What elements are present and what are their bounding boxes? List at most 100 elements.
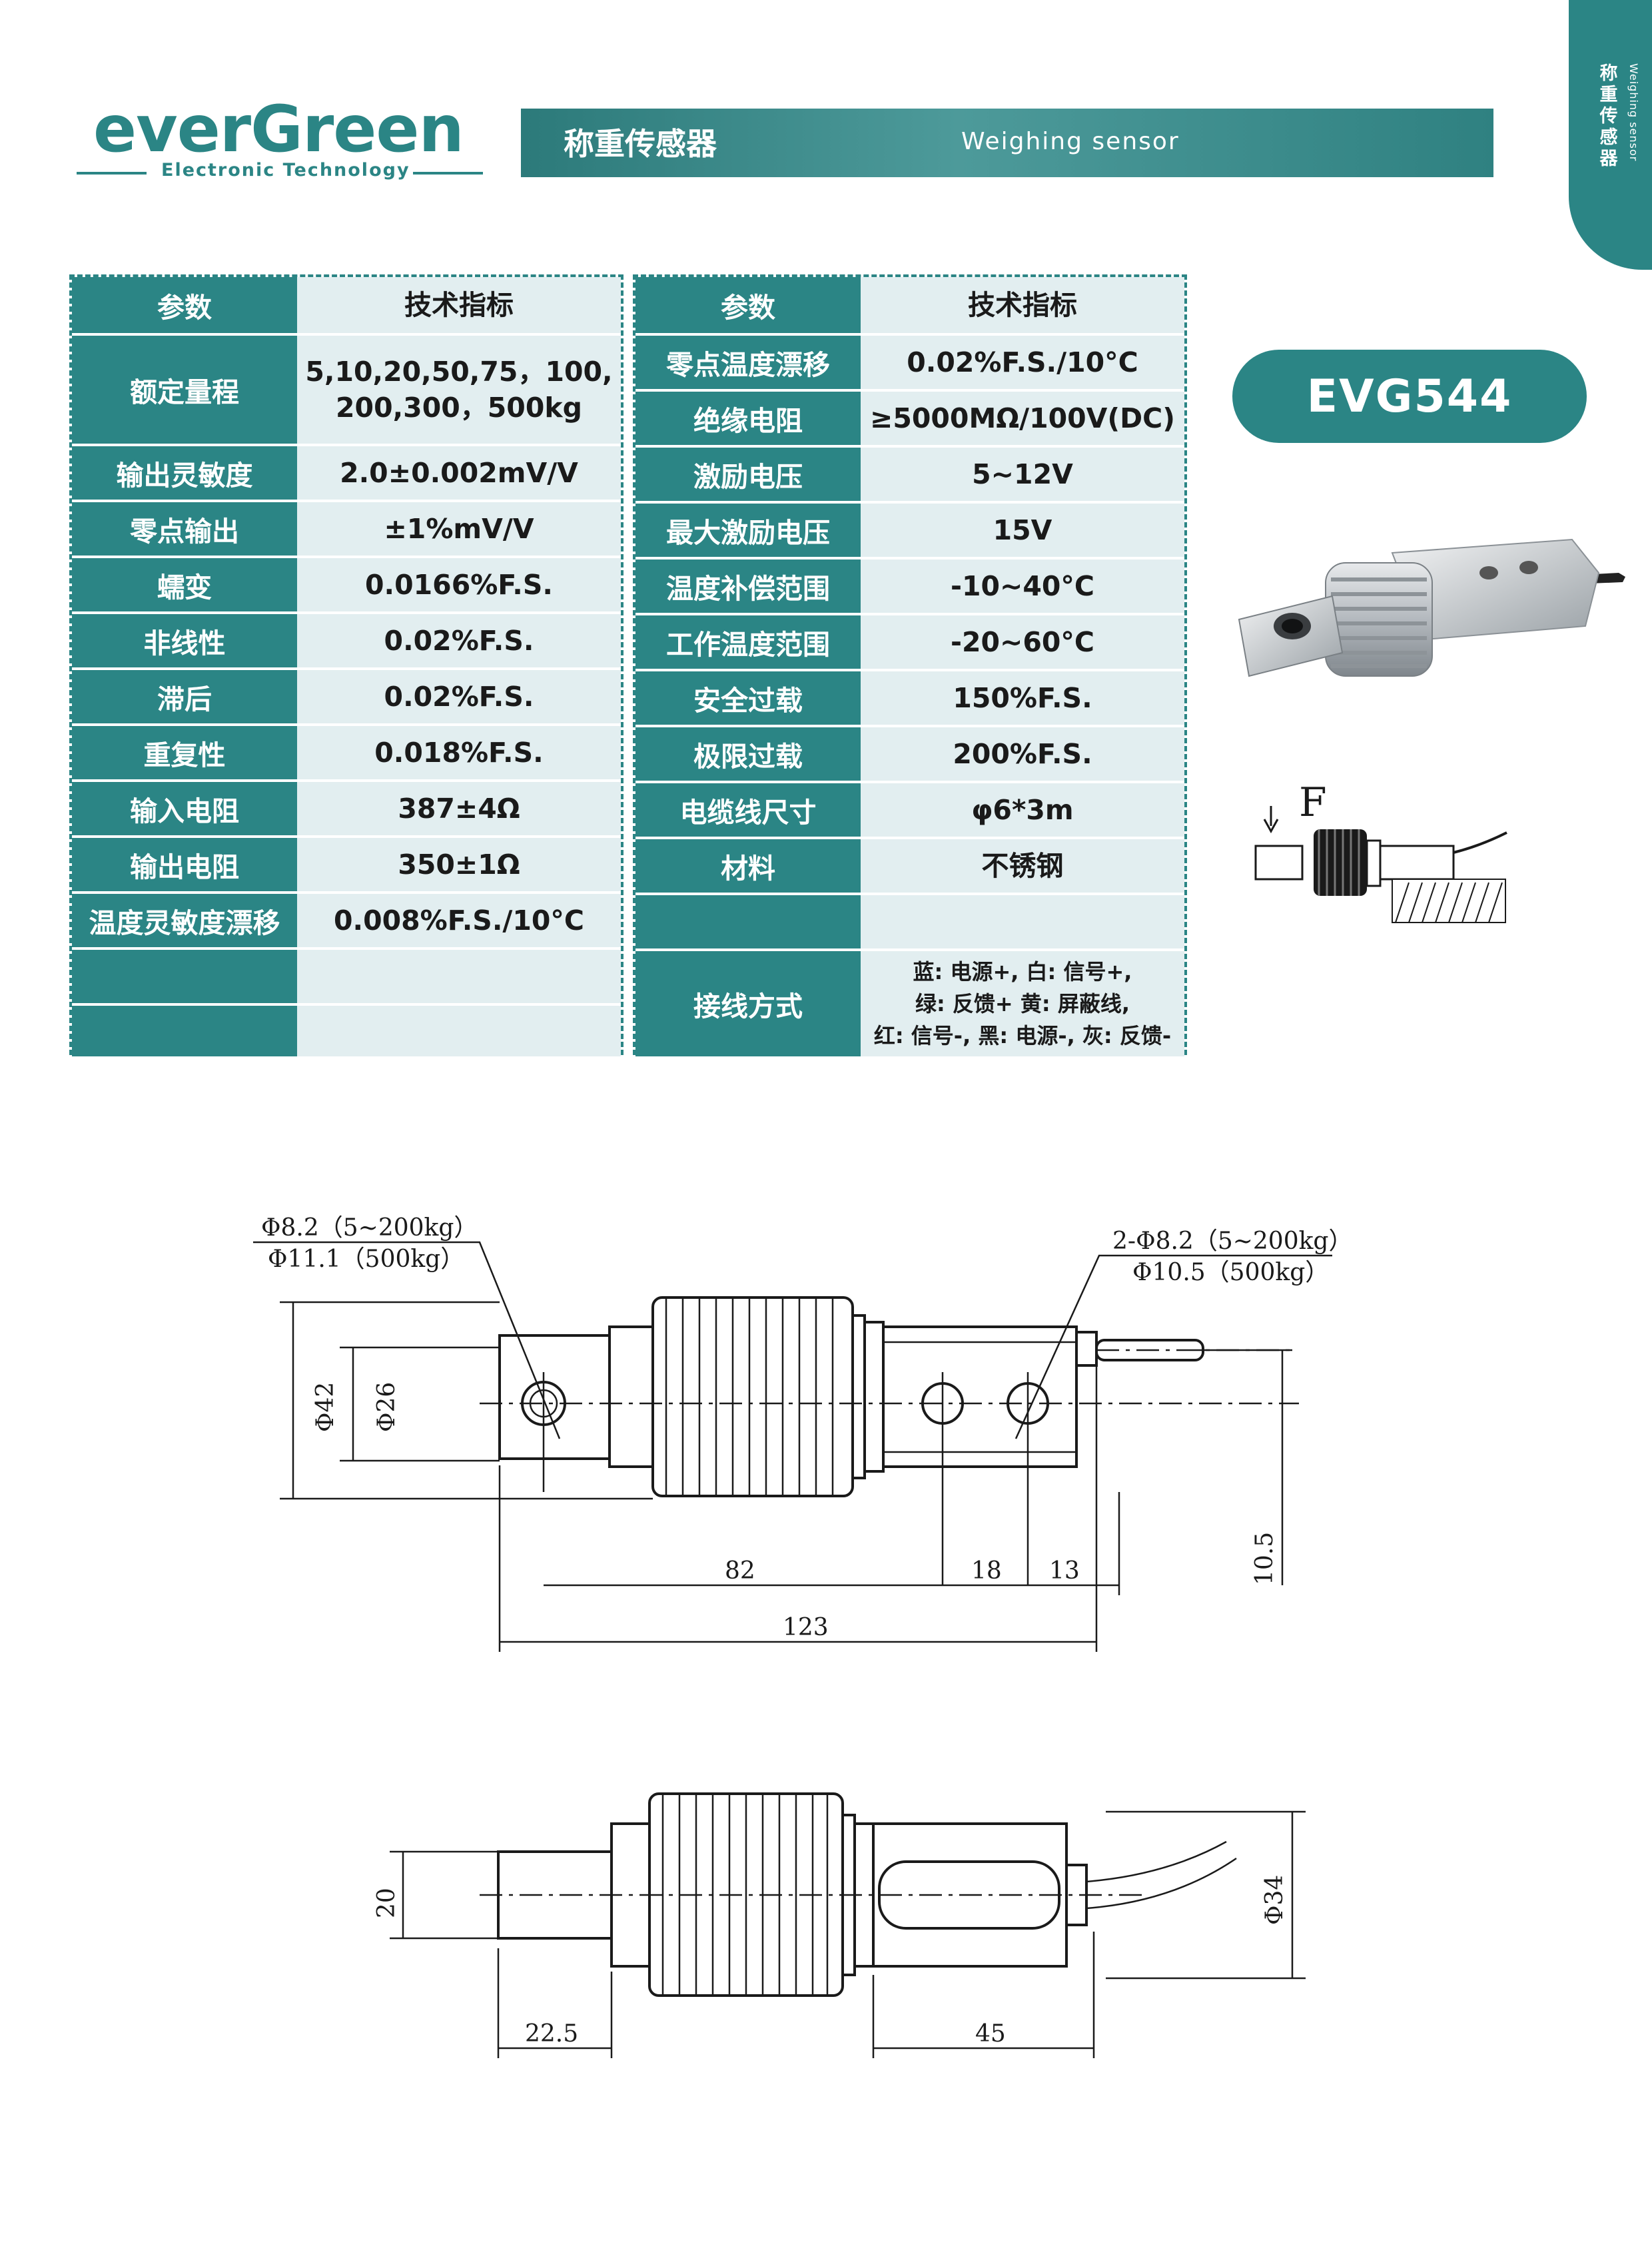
right-table-row xyxy=(635,895,1184,951)
right-row-param: 安全过载 xyxy=(635,671,861,727)
right-table-row: 温度补偿范围-10~40°C xyxy=(635,560,1184,615)
left-row-value: ±1%mV/V xyxy=(297,502,621,558)
dim-d26: Φ26 xyxy=(373,1382,400,1432)
right-row-param: 温度补偿范围 xyxy=(635,560,861,615)
left-row-param: 非线性 xyxy=(72,614,297,670)
dim-d42: Φ42 xyxy=(312,1382,339,1432)
left-row-value xyxy=(297,950,621,1006)
right-row-value: 5~12V xyxy=(861,448,1184,504)
right-row-value: 蓝: 电源+, 白: 信号+, 绿: 反馈+ 黄: 屏蔽线, 红: 信号-, 黑… xyxy=(861,951,1184,1059)
dim-d34: Φ34 xyxy=(1261,1875,1288,1925)
left-row-value: 0.0166%F.S. xyxy=(297,558,621,614)
right-header-param: 参数 xyxy=(635,277,861,336)
left-row-param: 输入电阻 xyxy=(72,782,297,838)
model-badge: EVG544 xyxy=(1232,350,1587,443)
hole-left-callout-2: Φ11.1（500kg） xyxy=(268,1246,464,1273)
dim-82: 82 xyxy=(725,1557,755,1585)
dim-10-5: 10.5 xyxy=(1251,1532,1278,1585)
header-title-cn: 称重传感器 xyxy=(564,126,717,162)
right-row-value: 0.02%F.S./10°C xyxy=(861,336,1184,392)
right-row-param: 材料 xyxy=(635,839,861,895)
left-row-param: 输出灵敏度 xyxy=(72,446,297,502)
left-row-param: 额定量程 xyxy=(72,336,297,446)
right-header-value: 技术指标 xyxy=(861,277,1184,336)
left-header-value: 技术指标 xyxy=(297,277,621,336)
left-row-param: 零点输出 xyxy=(72,502,297,558)
logo-line-left xyxy=(77,172,147,175)
hole-right-callout-2: Φ10.5（500kg） xyxy=(1132,1259,1329,1286)
left-row-value: 0.008%F.S./10°C xyxy=(297,894,621,950)
right-row-value: -20~60°C xyxy=(861,615,1184,671)
left-row-param: 滞后 xyxy=(72,670,297,726)
left-row-value: 2.0±0.002mV/V xyxy=(297,446,621,502)
side-tab: 称重传感器 Weighing sensor xyxy=(1569,0,1652,270)
right-row-param: 工作温度范围 xyxy=(635,615,861,671)
dim-13: 13 xyxy=(1049,1557,1080,1585)
right-row-param: 电缆线尺寸 xyxy=(635,783,861,839)
right-row-param: 激励电压 xyxy=(635,448,861,504)
left-table-row xyxy=(72,1006,621,1059)
left-row-param xyxy=(72,1006,297,1059)
dim-20: 20 xyxy=(373,1888,400,1918)
right-row-value: 15V xyxy=(861,504,1184,560)
right-row-param: 零点温度漂移 xyxy=(635,336,861,392)
left-row-value: 350±1Ω xyxy=(297,838,621,894)
drawing-side-view: 20 22.5 45 Φ34 xyxy=(373,1792,1306,2058)
right-row-param: 接线方式 xyxy=(635,951,861,1059)
dim-22-5: 22.5 xyxy=(525,2020,578,2048)
drawing-front-view: Φ8.2（5~200kg） Φ11.1（500kg） 2-Φ8.2（5~200k… xyxy=(253,1214,1352,1652)
right-row-param: 极限过载 xyxy=(635,727,861,783)
left-row-value: 0.018%F.S. xyxy=(297,726,621,782)
hole-right-callout-1: 2-Φ8.2（5~200kg） xyxy=(1112,1228,1352,1255)
left-row-value: 0.02%F.S. xyxy=(297,614,621,670)
dim-123: 123 xyxy=(783,1614,829,1641)
load-direction-diagram: F xyxy=(1254,779,1507,923)
hole-left-callout-1: Φ8.2（5~200kg） xyxy=(261,1214,478,1242)
left-row-param xyxy=(72,950,297,1006)
left-row-value: 5,10,20,50,75，100, 200,300，500kg xyxy=(297,336,621,446)
left-row-param: 重复性 xyxy=(72,726,297,782)
right-table-row: 绝缘电阻≥5000MΩ/100V(DC) xyxy=(635,392,1184,448)
right-table-row: 材料不锈钢 xyxy=(635,839,1184,895)
left-row-param: 输出电阻 xyxy=(72,838,297,894)
left-row-value xyxy=(297,1006,621,1059)
right-row-param xyxy=(635,895,861,951)
right-table-row: 工作温度范围-20~60°C xyxy=(635,615,1184,671)
right-row-value: ≥5000MΩ/100V(DC) xyxy=(861,392,1184,448)
header-title-en: Weighing sensor xyxy=(961,128,1180,155)
right-row-value: 200%F.S. xyxy=(861,727,1184,783)
left-header-param: 参数 xyxy=(72,277,297,336)
left-row-param: 蠕变 xyxy=(72,558,297,614)
right-row-value xyxy=(861,895,1184,951)
right-row-value: 不锈钢 xyxy=(861,839,1184,895)
left-row-value: 0.02%F.S. xyxy=(297,670,621,726)
header-bar xyxy=(521,109,1493,177)
logo-subtitle: Electronic Technology xyxy=(161,160,410,181)
left-table-row xyxy=(72,950,621,1006)
side-tab-cn: 称重传感器 xyxy=(1599,63,1618,169)
logo-line-right xyxy=(413,172,483,175)
force-arrow xyxy=(1263,806,1279,834)
left-row-param: 温度灵敏度漂移 xyxy=(72,894,297,950)
right-header-row: 参数技术指标 xyxy=(635,277,1184,336)
dim-45: 45 xyxy=(975,2020,1006,2048)
dim-18: 18 xyxy=(971,1557,1002,1585)
brand-logo: everGreen xyxy=(93,92,464,167)
force-label: F xyxy=(1299,779,1327,826)
right-row-value: φ6*3m xyxy=(861,783,1184,839)
right-table-row: 接线方式蓝: 电源+, 白: 信号+, 绿: 反馈+ 黄: 屏蔽线, 红: 信号… xyxy=(635,951,1184,1059)
